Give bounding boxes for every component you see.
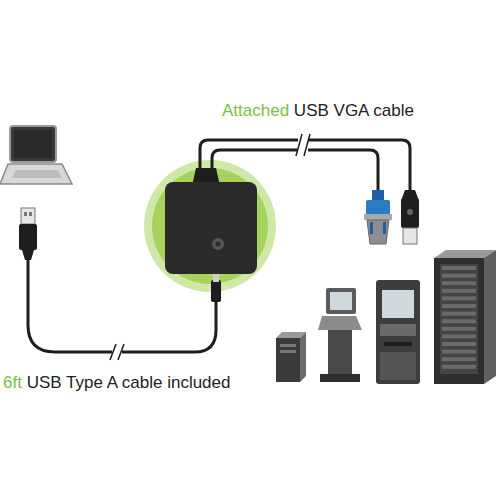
highlight-halo <box>144 160 276 292</box>
rack-slot <box>442 327 476 331</box>
adapter-box <box>165 182 257 274</box>
rack-slot <box>442 304 476 308</box>
kiosk <box>318 288 362 382</box>
usb-a-plug <box>19 208 37 260</box>
usb-a-plug <box>401 190 419 244</box>
rack-slot <box>442 274 476 278</box>
cable-break <box>296 134 310 156</box>
callout-label: USB Type A cable included <box>27 373 231 393</box>
highlight-word: 6ft <box>3 373 22 393</box>
rack-slot <box>442 350 476 354</box>
rack-slot <box>442 342 476 346</box>
rack-slot <box>442 365 476 369</box>
highlight-circle <box>152 168 268 284</box>
cable-break <box>110 344 124 360</box>
rack-slot <box>442 312 476 316</box>
caption-row: AttachedUSB VGA cable <box>222 101 414 121</box>
caption-row: 6ft USB Type A cable included <box>3 373 230 393</box>
server-rack <box>434 250 496 384</box>
rack-slot <box>442 357 476 361</box>
rack-slot <box>442 319 476 323</box>
highlight-word: Attached <box>222 101 289 121</box>
rack-slot <box>442 334 476 338</box>
rack-slot <box>442 281 476 285</box>
brand-logo <box>212 238 224 250</box>
rack-slot <box>442 289 476 293</box>
vga-connector <box>364 190 392 244</box>
laptop-icon <box>0 126 72 184</box>
mini-usb-plug <box>211 280 221 302</box>
rack-slot <box>442 296 476 300</box>
mini-usb-tip <box>213 274 219 282</box>
tower-server <box>276 332 306 382</box>
callout-label: USB VGA cable <box>294 101 414 121</box>
rack-slot <box>442 266 476 270</box>
atm <box>376 280 420 384</box>
